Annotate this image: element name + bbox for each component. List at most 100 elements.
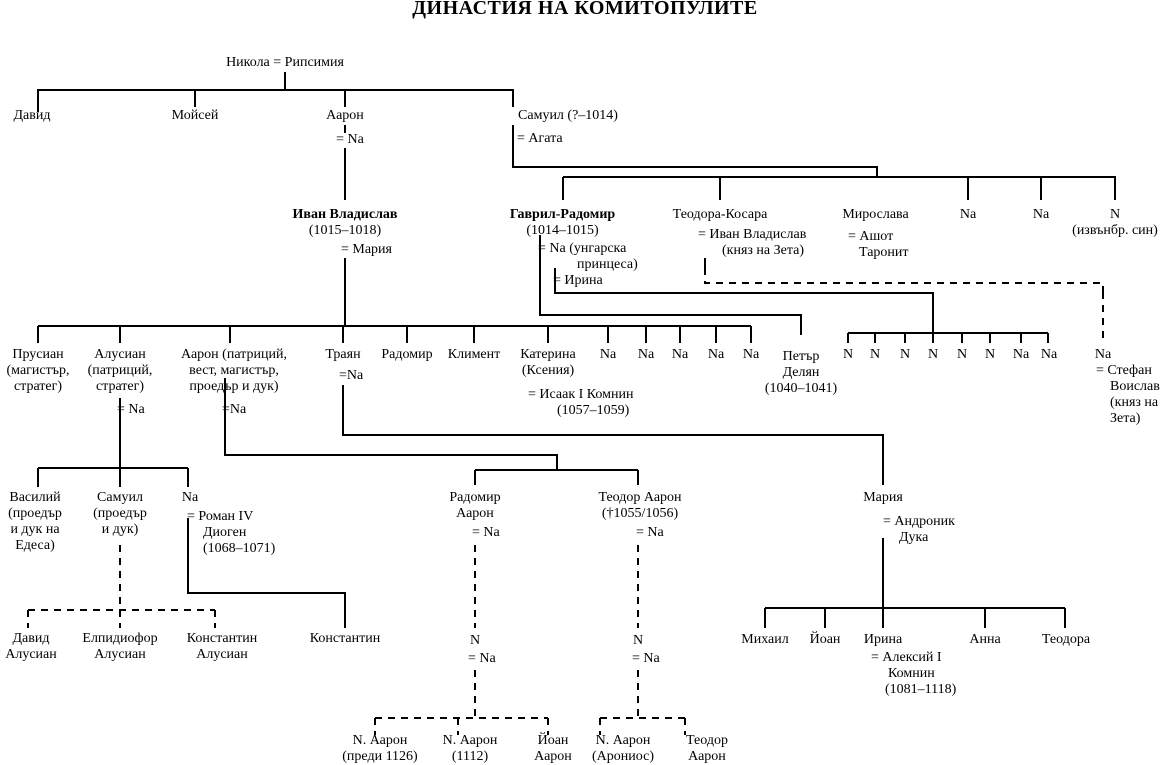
person-na-ivan-4: Na: [707, 347, 725, 362]
person-na-ivan-5: Na: [742, 347, 760, 362]
person-n-aaron-1-b: (преди 1126): [342, 749, 418, 764]
spouse-aaron-2: =Na: [222, 402, 247, 417]
person-na-gavril-1: Na: [1012, 347, 1030, 362]
person-prusian-2: (магистър,: [6, 363, 70, 378]
person-samuil-2-b: (проедър: [93, 506, 147, 521]
person-petar-delyan-2: Делян: [782, 365, 820, 380]
person-n-radomir-aaron: N: [469, 633, 481, 648]
person-anna: Анна: [969, 632, 1001, 647]
person-petar-delyan-3: (1040–1041): [764, 381, 838, 396]
person-trayan: Траян: [325, 347, 361, 362]
spouse-gavril-2: = Ирина: [553, 273, 603, 288]
person-n-gavril-5: N: [956, 347, 968, 362]
person-n-gavril-2: N: [869, 347, 881, 362]
person-prusian: Прусиан: [12, 347, 64, 362]
spouse-radomir-aaron: = Na: [472, 525, 500, 540]
person-miroslava: Мирослава: [842, 207, 909, 222]
person-aaron-2-c: проедър и дук): [189, 379, 279, 394]
person-na-gavril-2: Na: [1040, 347, 1058, 362]
person-na-samuil-2: Na: [1032, 207, 1050, 222]
person-teodor-aaron-b: Теодор: [686, 733, 728, 748]
person-irina: Ирина: [863, 632, 903, 647]
spouse-alusian: = Na: [117, 402, 145, 417]
person-prusian-3: стратег): [13, 379, 63, 394]
person-n-gavril-6: N: [984, 347, 996, 362]
person-radomir-aaron: Радомир: [449, 490, 501, 505]
person-radomir-aaron-2: Аарон: [456, 506, 494, 521]
spouse-stefan-2: Воислав: [1110, 379, 1160, 394]
person-n-gavril-1: N: [842, 347, 854, 362]
person-david-alusian-2: Алусиан: [5, 647, 57, 662]
spouse-roman-2: Диоген: [203, 525, 247, 540]
person-katerina: Катерина: [520, 347, 576, 362]
spouse-roman: = Роман IV: [187, 509, 254, 524]
person-samuil: Самуил (?–1014): [518, 108, 618, 123]
person-n-gavril-3: N: [899, 347, 911, 362]
person-samuil-2-c: и дук): [101, 522, 139, 537]
spouse-stefan-3: (княз на: [1110, 395, 1159, 410]
person-moisey: Мойсей: [171, 108, 219, 123]
person-na-ivan-1: Na: [599, 347, 617, 362]
person-petar-delyan: Петър: [782, 349, 820, 364]
person-na-ivan-3: Na: [671, 347, 689, 362]
person-yoan-aaron-2: Аарон: [534, 749, 572, 764]
person-mariya: Мария: [863, 490, 903, 505]
spouse-n-radomir-aaron: = Na: [468, 651, 496, 666]
person-teodor-aaron: Теодор Аарон: [598, 490, 682, 505]
spouse-irina-2: Комнин: [888, 666, 935, 681]
spouse-gavril-1: = Na (унгарска: [538, 241, 627, 256]
spouse-ivan: = Мария: [341, 242, 392, 257]
spouse-miroslava-2: Таронит: [859, 245, 909, 260]
person-konstantin: Константин: [309, 631, 381, 646]
spouse-aaron: = Na: [336, 132, 364, 147]
person-n-teodor-aaron: N: [632, 633, 644, 648]
person-gavril-radomir: Гаврил-Радомир: [509, 207, 616, 222]
spouse-irina-3: (1081–1118): [885, 682, 957, 697]
person-konstantin-alusian-2: Алусиан: [196, 647, 248, 662]
person-teodor-aaron-2: (†1055/1056): [601, 506, 679, 521]
spouse-roman-3: (1068–1071): [203, 541, 276, 556]
spouse-irina: = Алексий I: [871, 650, 942, 665]
spouse-katerina-years: (1057–1059): [557, 403, 630, 418]
spouse-mariya-2: Дука: [899, 530, 929, 545]
person-n-aaron-2-b: (1112): [451, 749, 489, 764]
person-david-alusian: Давид: [12, 631, 50, 646]
spouse-miroslava-1: = Ашот: [848, 229, 894, 244]
person-alusian-2: (патриций,: [87, 363, 153, 378]
person-ivan-vladislav: Иван Владислав: [292, 207, 398, 222]
person-teodora-kosara: Теодора-Косара: [672, 207, 768, 222]
person-vasiliy: Василий: [9, 490, 61, 505]
person-na-samuil-1: Na: [959, 207, 977, 222]
person-aaron: Аарон: [326, 108, 364, 123]
person-vasiliy-2: (проедър: [8, 506, 62, 521]
spouse-mariya: = Андроник: [883, 514, 955, 529]
spouse-gavril-1b: принцеса): [577, 257, 638, 272]
person-vasiliy-3: и дук на: [10, 522, 60, 537]
spouse-teodor-aaron: = Na: [636, 525, 664, 540]
person-n-aaron-2: N. Аарон: [442, 733, 498, 748]
person-n-samuil-note: (извънбр. син): [1072, 223, 1158, 238]
person-n-samuil: N: [1109, 207, 1121, 222]
person-alusian-3: стратег): [95, 379, 145, 394]
person-na-kosara: Na: [1094, 347, 1112, 362]
spouse-stefan: = Стефан: [1096, 363, 1152, 378]
person-samuil-2: Самуил: [97, 490, 143, 505]
years-ivan: (1015–1018): [308, 223, 382, 238]
person-n-aaron-1: N. Аарон: [352, 733, 408, 748]
person-katerina-2: (Ксения): [521, 363, 575, 378]
person-teodora: Теодора: [1041, 632, 1091, 647]
page-title: ДИНАСТИЯ НА КОМИТОПУЛИТЕ: [412, 0, 758, 19]
spouse-samuil: = Агата: [517, 131, 563, 146]
person-yoan: Йоан: [809, 632, 841, 647]
person-aaron-2: Аарон (патриций,: [181, 347, 287, 362]
person-n-gavril-4: N: [927, 347, 939, 362]
spouse-teodora-2: (княз на Зета): [722, 243, 805, 258]
person-mihail: Михаил: [741, 632, 789, 647]
spouse-teodora-1: = Иван Владислав: [698, 227, 807, 242]
person-vasiliy-4: Едеса): [15, 538, 55, 553]
person-teodor-aaron-b-2: Аарон: [688, 749, 726, 764]
person-alusian: Алусиан: [94, 347, 146, 362]
person-n-aaron-3: N. Аарон: [595, 733, 651, 748]
person-elpidiofor-2: Алусиан: [94, 647, 146, 662]
